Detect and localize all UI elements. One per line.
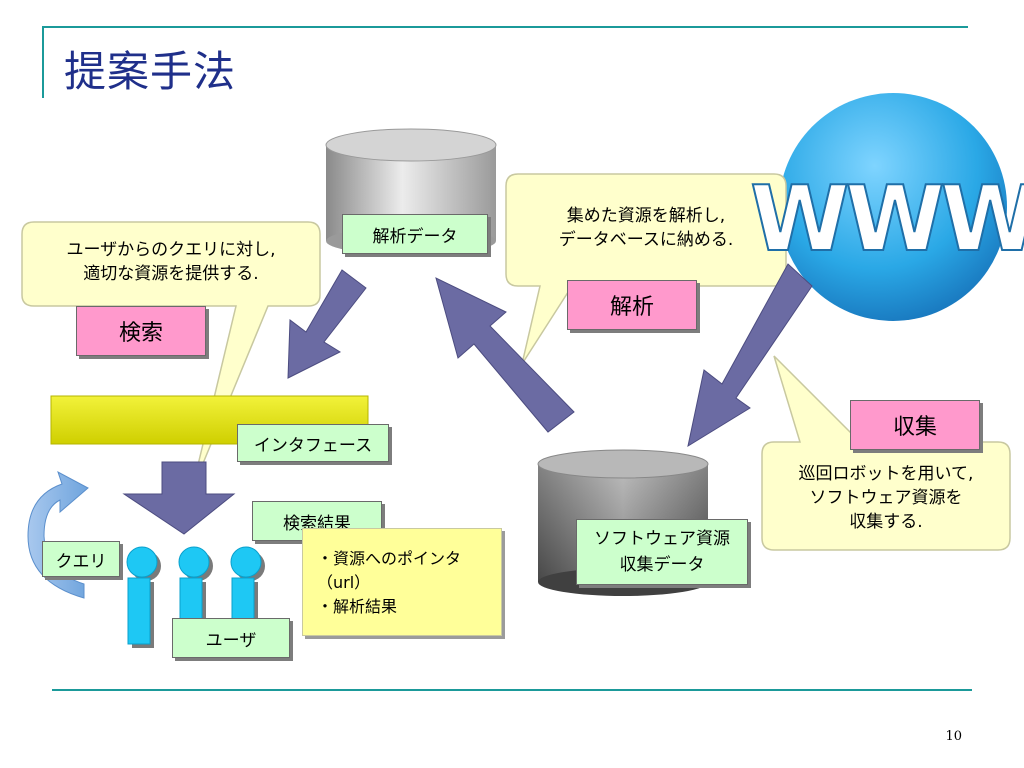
analysis-arrow [435, 277, 575, 433]
search-callout-text: ユーザからのクエリに対し, 適切な資源を提供する. [66, 240, 276, 284]
analysis-callout [505, 173, 787, 365]
search-result-label: 検索結果 [252, 501, 382, 541]
collect-callout [761, 355, 1011, 551]
title-accent-line [42, 26, 968, 28]
analysis-callout-text: 集めた資源を解析し, データベースに納める. [558, 206, 734, 250]
stage-search-label: 検索 [76, 306, 206, 356]
result-analysis-line: ・解析結果 [317, 597, 398, 616]
page-number: 10 [945, 729, 962, 744]
collect-arrow [687, 263, 813, 448]
search-arrow [287, 269, 367, 379]
www-label: WWW [750, 167, 1024, 272]
stage-collect-label: 収集 [850, 400, 980, 450]
title-side-bar [42, 26, 44, 98]
footer-line [52, 689, 972, 691]
slide-title: 提案手法 [64, 47, 237, 96]
analysis-data-label: 解析データ [342, 214, 488, 254]
query-arrow-icon [27, 470, 89, 599]
www-globe-icon [779, 93, 1007, 321]
user-label: ユーザ [172, 618, 290, 658]
collect-callout-text: 巡回ロボットを用いて, ソフトウェア資源を 収集する. [798, 464, 974, 532]
stage-analysis-label: 解析 [567, 280, 697, 330]
result-url-line: （url） [317, 573, 371, 592]
software-collect-data-label: ソフトウェア資源 収集データ [576, 519, 748, 585]
result-down-arrow [122, 461, 236, 535]
search-result-box: ・資源へのポインタ （url） ・解析結果 [302, 528, 502, 636]
result-pointer-line: ・資源へのポインタ [317, 549, 462, 568]
query-label: クエリ [42, 541, 120, 577]
interface-label: インタフェース [237, 424, 389, 462]
